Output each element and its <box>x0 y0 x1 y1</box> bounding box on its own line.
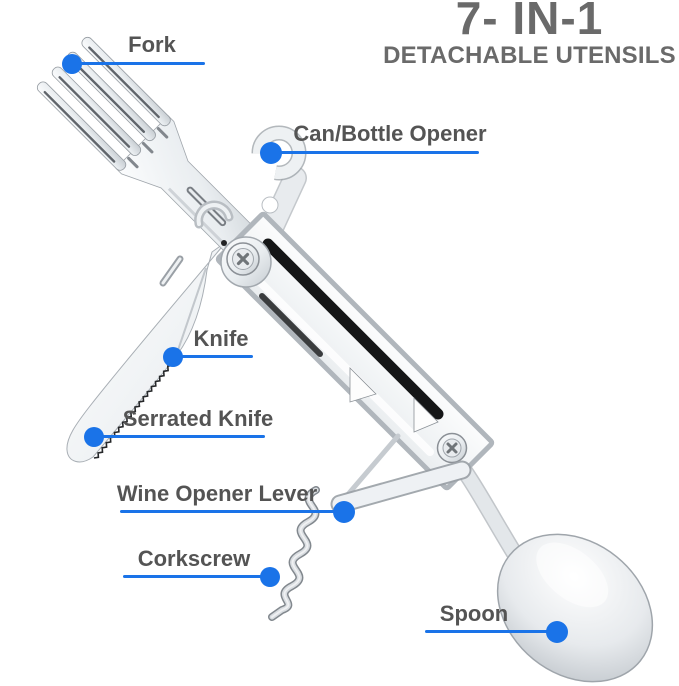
knife-graphic <box>66 241 227 463</box>
title-main: 7- IN-1 <box>455 0 604 44</box>
handle-graphic <box>194 200 495 491</box>
title-sub: DETACHABLE UTENSILS <box>383 42 676 70</box>
corkscrew-graphic <box>268 486 320 621</box>
title-block: 7- IN-1 DETACHABLE UTENSILS <box>380 0 679 70</box>
serrated-edge-graphic <box>93 355 178 459</box>
pivot-screw <box>226 242 260 276</box>
lower-screw <box>436 432 468 464</box>
spoon-graphic <box>438 439 654 683</box>
wine-lever-graphic <box>330 433 472 514</box>
